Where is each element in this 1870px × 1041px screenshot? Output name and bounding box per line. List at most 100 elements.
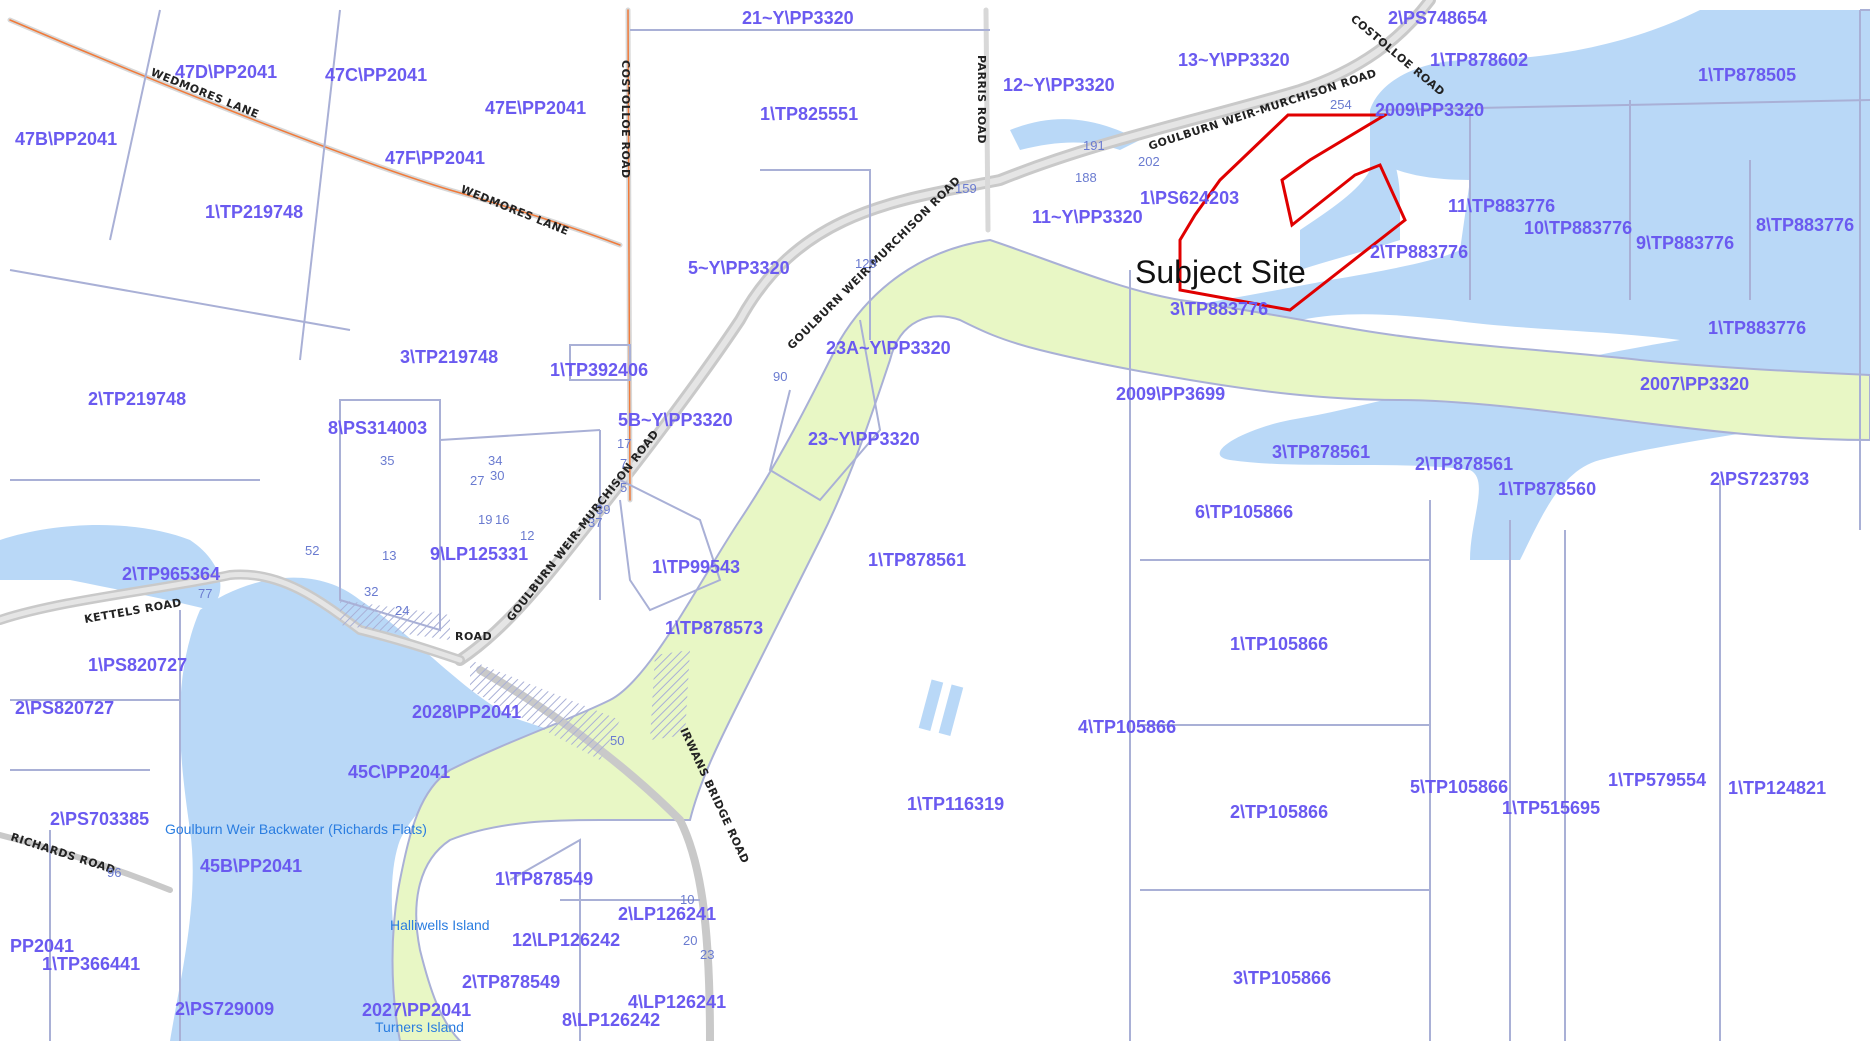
lot-number: 13 — [382, 548, 396, 563]
lot-number: 27 — [470, 473, 484, 488]
boundary — [299, 9, 341, 361]
parcel-label: 1\TP878560 — [1498, 479, 1596, 499]
parcel-label: 1\TP878573 — [665, 618, 763, 638]
parcel-label: 11\TP883776 — [1448, 196, 1555, 216]
boundary — [9, 269, 351, 331]
parcel-label: 1\PS624203 — [1140, 188, 1239, 208]
parcel-label: 8\TP883776 — [1756, 215, 1854, 235]
parcel-label: 1\TP883776 — [1708, 318, 1806, 338]
parcel-label: 12~Y\PP3320 — [1003, 75, 1115, 95]
road-label: RICHARDS ROAD — [9, 830, 117, 876]
kettels-road-core — [0, 571, 463, 663]
boundary — [1379, 99, 1870, 111]
lot-number: 24 — [395, 603, 409, 618]
parcel-label: 2\PS723793 — [1710, 469, 1809, 489]
water-label: Turners Island — [375, 1019, 464, 1035]
parcel-label: 6\TP105866 — [1195, 502, 1293, 522]
parcel-label: 47F\PP2041 — [385, 148, 485, 168]
parcel-label: 45C\PP2041 — [348, 762, 450, 782]
parcel-label: 47C\PP2041 — [325, 65, 427, 85]
lot-number: 7 — [620, 456, 627, 471]
parcel-label: 23~Y\PP3320 — [808, 429, 920, 449]
lot-number: 30 — [490, 468, 504, 483]
parcel-label: 2\TP219748 — [88, 389, 186, 409]
road-label: PARRIS ROAD — [975, 55, 988, 144]
parcel-label: 9\LP125331 — [430, 544, 528, 564]
parcel-label: 3\TP878561 — [1272, 442, 1370, 462]
parcel-label: 1\TP878505 — [1698, 65, 1796, 85]
road-label: WEDMORES LANE — [459, 183, 571, 238]
boundary — [439, 429, 601, 441]
parcel-label: 2007\PP3320 — [1640, 374, 1749, 394]
parcel-label: 1\PS820727 — [88, 655, 187, 675]
lot-number: 202 — [1138, 154, 1160, 169]
lagoon — [1300, 110, 1400, 270]
parcel-labels: 47D\PP2041 47C\PP2041 47E\PP2041 47F\PP2… — [10, 8, 1854, 1030]
parcel-label: 2\TP105866 — [1230, 802, 1328, 822]
parcel-label: 23A~Y\PP3320 — [826, 338, 951, 358]
lot-number: 96 — [107, 865, 121, 880]
subdivision-hatching — [340, 600, 690, 760]
lot-number: 39 — [596, 502, 610, 517]
lot-number: 32 — [364, 584, 378, 599]
parcel-label: 2\TP883776 — [1370, 242, 1468, 262]
parcel-label: 3\TP105866 — [1233, 968, 1331, 988]
hatched-lots-3 — [650, 650, 690, 740]
parcel-label: 2028\PP2041 — [412, 702, 521, 722]
parcel-label: 47D\PP2041 — [175, 62, 277, 82]
lot-number: 17 — [617, 436, 631, 451]
parcel-label: 2027\PP2041 — [362, 1000, 471, 1020]
parcel-label: 2\TP878549 — [462, 972, 560, 992]
parcel-label: 1\TP99543 — [652, 557, 740, 577]
lot-number: 34 — [488, 453, 502, 468]
parcel-label: 1\TP579554 — [1608, 770, 1706, 790]
parcel-label: 5\TP105866 — [1410, 777, 1508, 797]
lot-number: 35 — [380, 453, 394, 468]
parcel-label: 2\PS729009 — [175, 999, 274, 1019]
richards-road — [0, 832, 173, 893]
road-label: ROAD — [455, 630, 492, 643]
parcel-label: 2\PS748654 — [1388, 8, 1487, 28]
parcel-label: 45B\PP2041 — [200, 856, 302, 876]
parcel-label: 1\TP392406 — [550, 360, 648, 380]
parcel-label: 21~Y\PP3320 — [742, 8, 854, 28]
parcel-label: 1\TP116319 — [907, 794, 1004, 814]
parcel-label: 1\TP878561 — [868, 550, 966, 570]
parcel-label: 4\LP126241 — [628, 992, 726, 1012]
parcel-label: 1\TP515695 — [1502, 798, 1600, 818]
parcel-label: 3\TP883776 — [1170, 299, 1268, 319]
subject-site-outline[interactable] — [1178, 113, 1407, 312]
lot-number: 191 — [1083, 138, 1105, 153]
parcel-label: 1\TP124821 — [1728, 778, 1826, 798]
parcel-label: 47B\PP2041 — [15, 129, 117, 149]
parcel-label: 2\TP878561 — [1415, 454, 1513, 474]
lot-number: 19 — [478, 512, 492, 527]
lot-number: 16 — [495, 512, 509, 527]
parcel-label: 1\TP219748 — [205, 202, 303, 222]
parcel-label: 2\TP965364 — [122, 564, 220, 584]
boundary — [569, 344, 631, 381]
lot-number: 23 — [700, 947, 714, 962]
parcel-label: 2009\PP3699 — [1116, 384, 1225, 404]
lot-number: 5 — [620, 480, 627, 495]
water-label: Halliwells Island — [390, 917, 490, 933]
boundary — [619, 479, 722, 612]
pond-rect-2 — [938, 684, 964, 736]
parcel-label: PP2041 — [10, 936, 74, 956]
subject-site-label: Subject Site — [1135, 254, 1306, 290]
parcel-label: 8\LP126242 — [562, 1010, 660, 1030]
lot-number: 12 — [520, 528, 534, 543]
hatched-lots-2 — [470, 660, 620, 760]
boundary — [768, 319, 882, 502]
lot-number: 10 — [680, 892, 694, 907]
lot-number: 159 — [955, 181, 977, 196]
parcel-label: 1\TP366441 — [42, 954, 140, 974]
parcel-label: 1\TP878549 — [495, 869, 593, 889]
lot-number: 52 — [305, 543, 319, 558]
parcel-label: 5~Y\PP3320 — [688, 258, 790, 278]
parcel-label: 8\PS314003 — [328, 418, 427, 438]
boundary — [509, 838, 581, 1041]
parcel-label: 9\TP883776 — [1636, 233, 1734, 253]
left-pond — [325, 640, 373, 720]
